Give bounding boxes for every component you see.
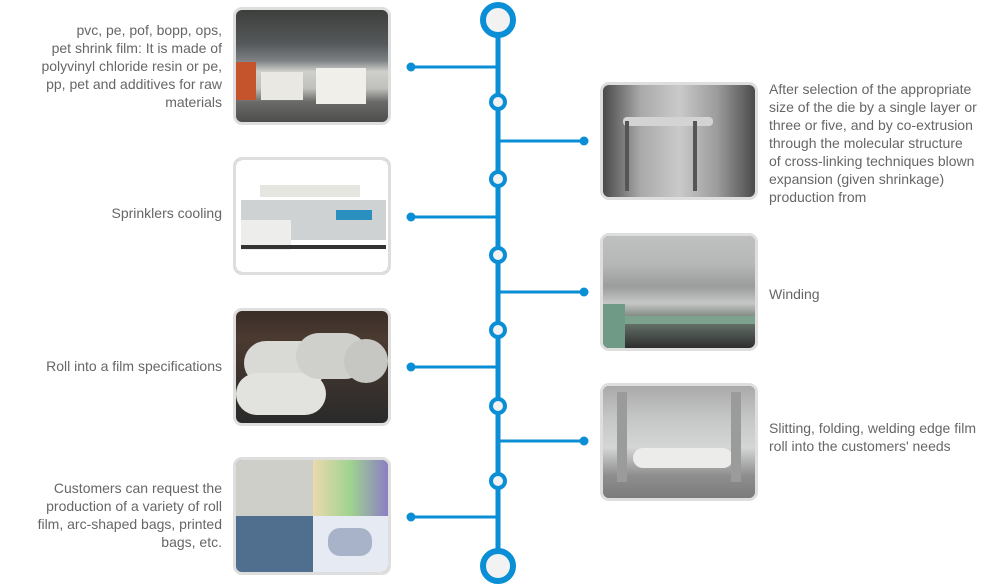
connector-dot-right-1: [579, 136, 589, 146]
text-line: three or five, and by co-extrusion: [769, 117, 973, 133]
node-5: [489, 397, 507, 415]
text-line: of cross-linking techniques blown: [769, 153, 975, 169]
text-line: film, arc-shaped bags, printed: [37, 516, 222, 532]
step-right-3-text: Slitting, folding, welding edge film roll…: [769, 419, 994, 455]
slitting-machine-photo: [600, 383, 758, 501]
text-line: pp, pet and additives for raw: [46, 76, 222, 92]
connector-dot-right-3: [579, 436, 589, 446]
text-line: Winding: [769, 286, 820, 302]
node-4: [489, 321, 507, 339]
right-connectors: [498, 136, 589, 446]
timeline-nodes: [489, 93, 507, 490]
text-line: Roll into a film specifications: [46, 358, 222, 374]
step-right-1-text: After selection of the appropriate size o…: [769, 80, 994, 206]
step-right-2-text: Winding: [769, 285, 994, 303]
film-rolls-photo: [233, 308, 391, 426]
node-1: [489, 93, 507, 111]
text-line: pet shrink film: It is made of: [51, 40, 222, 56]
text-line: production from: [769, 189, 867, 205]
timeline-start-node: [480, 2, 516, 38]
step-left-1-text: pvc, pe, pof, bopp, ops, pet shrink film:…: [0, 21, 222, 111]
text-line: pvc, pe, pof, bopp, ops,: [76, 22, 222, 38]
node-3: [489, 246, 507, 264]
node-2: [489, 170, 507, 188]
text-line: materials: [165, 94, 222, 110]
text-line: expansion (given shrinkage): [769, 171, 945, 187]
step-left-3-text: Roll into a film specifications: [0, 357, 222, 375]
text-line: Customers can request the: [53, 480, 222, 496]
connector-dot-right-2: [579, 287, 589, 297]
laminating-machine-photo: [233, 157, 391, 275]
step-left-2-text: Sprinklers cooling: [0, 204, 223, 222]
connector-dot-left-3: [406, 362, 416, 372]
warehouse-raw-materials-photo: [233, 7, 391, 125]
products-collage-photo: [233, 457, 391, 575]
text-line: Sprinklers cooling: [111, 205, 223, 221]
connector-dot-left-1: [406, 62, 416, 72]
text-line: Slitting, folding, welding edge film: [769, 420, 977, 436]
step-left-4-text: Customers can request the production of a…: [0, 479, 222, 551]
winding-machine-photo: [600, 233, 758, 351]
connector-dot-left-4: [406, 512, 416, 522]
text-line: through the molecular structure: [769, 135, 963, 151]
text-line: After selection of the appropriate: [769, 81, 972, 97]
text-line: production of a variety of roll: [46, 498, 222, 514]
connector-dot-left-2: [406, 212, 416, 222]
text-line: bags, etc.: [161, 534, 222, 550]
text-line: polyvinyl chloride resin or pe,: [41, 58, 222, 74]
timeline-end-node: [480, 548, 516, 584]
text-line: size of the die by a single layer or: [769, 99, 977, 115]
node-6: [489, 472, 507, 490]
text-line: roll into the customers' needs: [769, 438, 951, 454]
left-connectors: [406, 62, 498, 522]
blown-film-tower-photo: [600, 82, 758, 200]
